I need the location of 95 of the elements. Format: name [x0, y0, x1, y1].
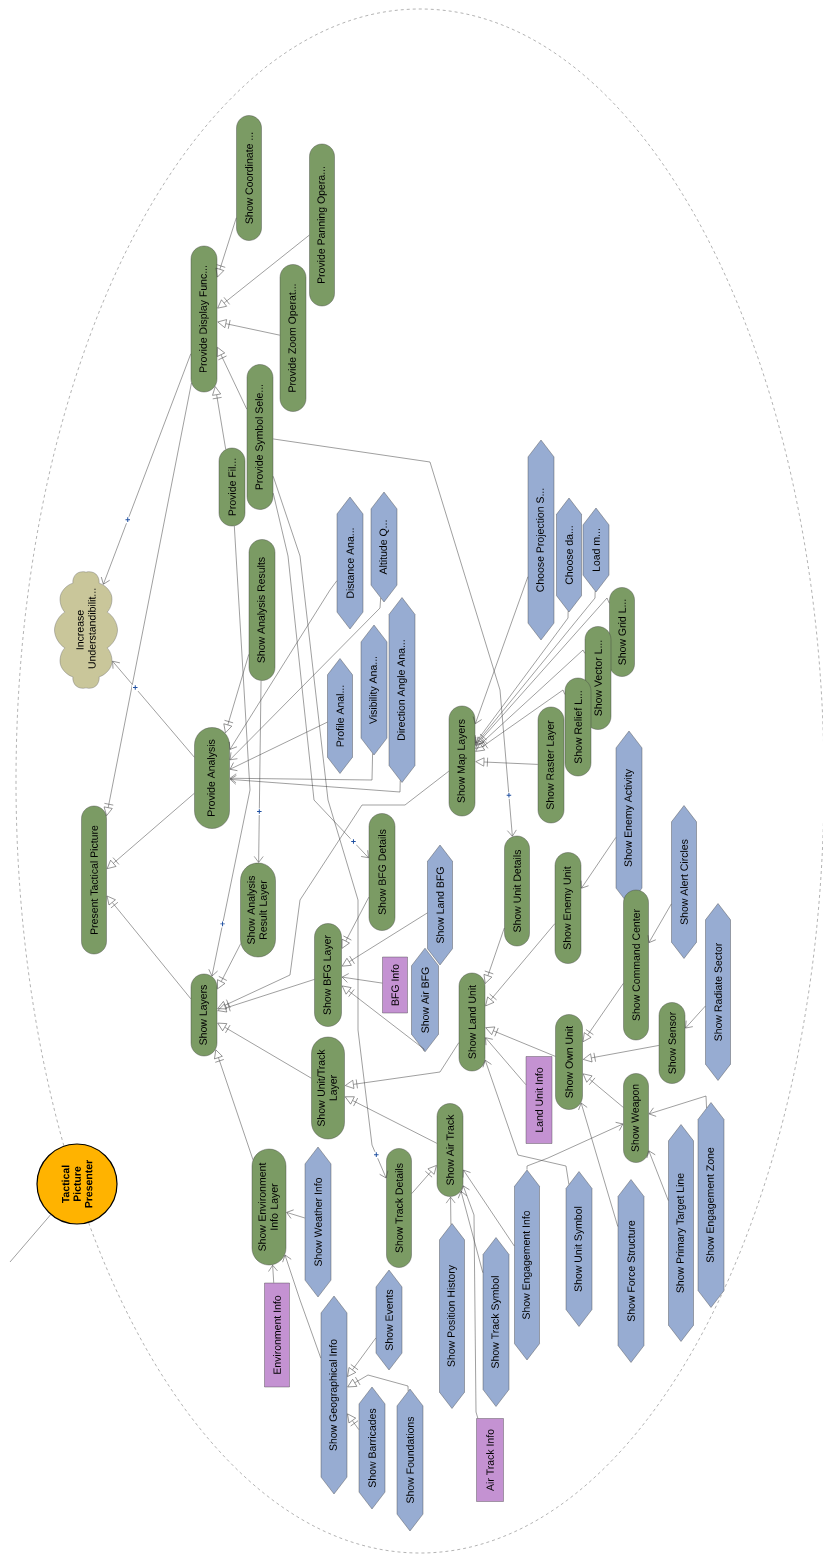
- edge-label: +: [124, 516, 131, 524]
- arrow: [103, 382, 192, 816]
- arrow: [347, 1374, 409, 1392]
- edge-label: +: [219, 921, 226, 928]
- arrow: [445, 1196, 456, 1225]
- hexagon-node: Show Geographical Info: [320, 1295, 348, 1495]
- arrow: [286, 1209, 306, 1219]
- arrow: [268, 1265, 278, 1284]
- edge-label: +: [373, 1151, 380, 1159]
- hexagon-node: Show Events: [375, 1269, 403, 1371]
- arrow: [485, 1026, 556, 1057]
- arrow: [229, 775, 401, 793]
- arrow: [460, 1185, 479, 1419]
- hexagon-node: Show Engagement Zone: [697, 1102, 725, 1308]
- arrow: [482, 1059, 570, 1185]
- arrow: [272, 438, 517, 837]
- arrow: [229, 597, 381, 761]
- hexagon-node: Show Engagement Info: [514, 1169, 540, 1361]
- arrow: [217, 319, 281, 336]
- arrow: [347, 1337, 377, 1377]
- arrow: [253, 680, 264, 863]
- arrow: [217, 943, 241, 990]
- hexagon-node: Profile Anal...: [327, 658, 353, 774]
- resource-box: Land Unit Info: [525, 1056, 553, 1144]
- arrow: [229, 753, 373, 784]
- hexagon-node: Show Air BFG: [411, 947, 439, 1053]
- arrow: [106, 895, 192, 1000]
- arrow: [475, 649, 586, 749]
- arrow: [462, 1169, 515, 1247]
- arrow: [458, 1191, 484, 1273]
- arrow: [341, 973, 383, 984]
- arrow: [475, 689, 566, 752]
- arrow: [582, 1073, 624, 1108]
- hexagon-node: Show Force Structure: [617, 1179, 645, 1363]
- arrow: [347, 1413, 360, 1430]
- arrow: [341, 985, 425, 1052]
- arrow: [345, 1042, 460, 1089]
- arrow: [223, 654, 250, 734]
- arrow: [344, 1096, 438, 1144]
- edge-label: +: [505, 792, 513, 799]
- arrow: [101, 353, 192, 585]
- hexagon-node: Load m...: [582, 507, 610, 593]
- hexagon-node: Distance Ana...: [336, 496, 364, 630]
- arrow: [475, 610, 569, 744]
- resource-box: BFG Info: [382, 956, 408, 1014]
- arrow: [214, 1049, 254, 1160]
- hexagon-node: Show Radiate Sector: [705, 903, 731, 1081]
- hexagon-node: Choose da...: [556, 497, 582, 613]
- hexagon-node: Show Position History: [439, 1223, 465, 1409]
- arrow: [212, 386, 226, 450]
- edge-label: +: [256, 808, 263, 816]
- arrow: [216, 347, 248, 410]
- arrow: [229, 721, 328, 771]
- arrow: [485, 1037, 527, 1085]
- hexagon-node: Show Foundations: [396, 1388, 424, 1532]
- arrow: [411, 1165, 437, 1194]
- hexagon-node: Show Track Symbol: [482, 1237, 510, 1407]
- hexagon-node: Direction Angle Ana...: [388, 597, 416, 783]
- resource-box: Air Track Info: [476, 1418, 504, 1502]
- arrow: [485, 923, 556, 1007]
- resource-box: Environment Info: [264, 1282, 290, 1388]
- arrow: [647, 903, 672, 943]
- hexagon-node: Show Barricades: [358, 1386, 386, 1510]
- arrow: [646, 1150, 669, 1201]
- arrow: [583, 1045, 660, 1063]
- arrow: [341, 896, 370, 949]
- arrow: [229, 580, 338, 750]
- arrow: [685, 1005, 706, 1029]
- arrow: [272, 492, 369, 858]
- arrow: [208, 525, 251, 977]
- arrow: [582, 983, 624, 1042]
- arrow: [106, 793, 195, 869]
- arrow: [578, 1102, 619, 1227]
- arrow: [112, 660, 195, 758]
- arrow: [282, 1254, 322, 1359]
- arrow: [215, 217, 237, 278]
- arrow: [217, 1022, 312, 1079]
- arrow: [475, 757, 539, 767]
- arrow: [483, 927, 505, 984]
- edge-label: +: [350, 838, 357, 846]
- hexagon-node: Choose Projection S...: [527, 439, 555, 641]
- arrow: [272, 476, 389, 1179]
- arrow: [472, 576, 529, 724]
- edge-label: +: [132, 684, 139, 692]
- hexagon-node: Altitude Q...: [370, 491, 398, 603]
- hexagon-node: Show Land BFG: [427, 844, 453, 966]
- arrow: [648, 1095, 707, 1117]
- arrow: [217, 979, 315, 1013]
- arrow: [341, 912, 428, 967]
- hexagon-node: Visibility Ana...: [360, 624, 388, 756]
- hexagon-node: Show Primary Target Line: [668, 1124, 694, 1342]
- arrow: [217, 234, 310, 309]
- arrow: [217, 770, 450, 1010]
- arrow: [526, 1122, 624, 1170]
- arrow: [580, 837, 617, 889]
